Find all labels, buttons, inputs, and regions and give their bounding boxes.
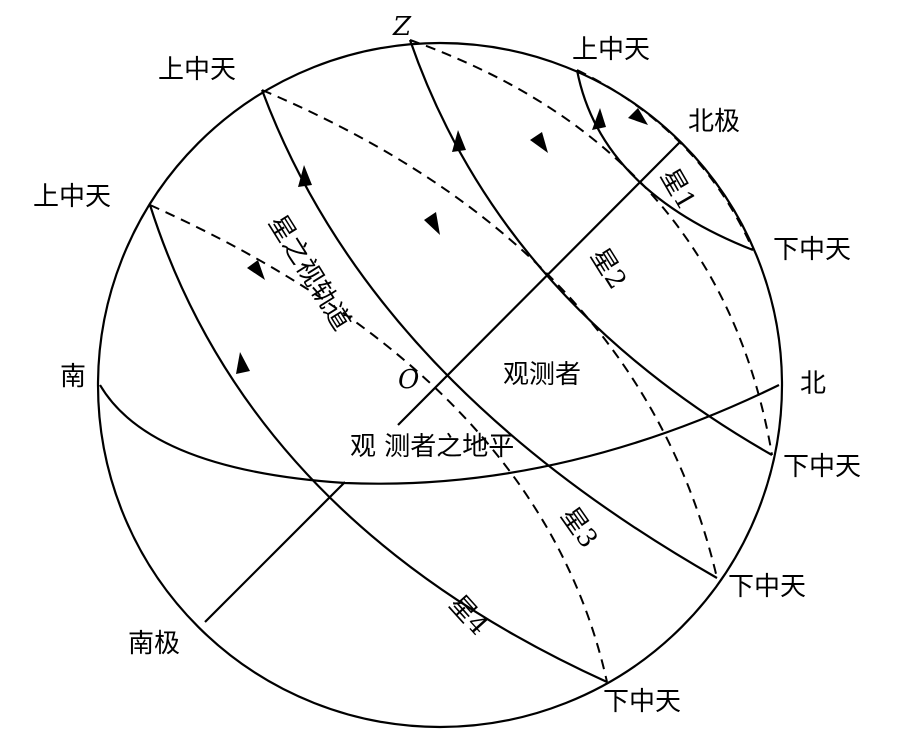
star3-label: 星3 xyxy=(554,502,603,554)
polar-axis-upper xyxy=(397,141,681,426)
arrow-icon xyxy=(452,130,466,152)
arrow-icon xyxy=(298,165,312,187)
lower-culmination-label-star2: 下中天 xyxy=(783,452,861,482)
star1-orbit-back xyxy=(576,69,754,251)
lower-culmination-label-star1: 下中天 xyxy=(773,235,851,265)
arrow-icon xyxy=(247,260,265,280)
star3-orbit-back xyxy=(261,89,718,579)
star1-label: 星1 xyxy=(654,164,701,216)
celestial-sphere xyxy=(96,41,784,729)
horizon-arc xyxy=(99,384,780,485)
lower-culmination-label-star4: 下中天 xyxy=(603,687,681,717)
zenith-label: Z xyxy=(392,12,412,42)
north-pole-label: 北极 xyxy=(688,107,740,137)
north-label: 北 xyxy=(800,369,826,399)
south-label: 南 xyxy=(60,362,86,392)
star2-label: 星2 xyxy=(584,243,632,295)
upper-culmination-label-star1: 上中天 xyxy=(572,35,650,65)
star4-label: 星4 xyxy=(443,590,494,642)
south-pole-label: 南极 xyxy=(128,629,180,659)
lower-culmination-label-star3: 下中天 xyxy=(728,572,806,602)
star4-orbit-back xyxy=(149,204,608,683)
center-label: O xyxy=(398,365,419,395)
star4-orbit-front xyxy=(148,204,608,684)
arrow-icon xyxy=(236,352,250,374)
observer-label: 观测者 xyxy=(503,360,581,390)
star2-orbit-back xyxy=(409,39,773,456)
arrow-icon xyxy=(628,108,648,125)
horizon-label: 观 测者之地平 xyxy=(350,432,514,462)
star1-orbit-front xyxy=(575,69,754,252)
upper-culmination-label-star4: 上中天 xyxy=(33,182,111,212)
arrow-icon xyxy=(592,108,606,130)
upper-culmination-label-star3: 上中天 xyxy=(158,55,236,85)
arrow-icon xyxy=(530,132,548,153)
star2-orbit-front xyxy=(408,39,773,456)
star3-orbit-front xyxy=(260,89,718,579)
arrow-icon xyxy=(424,212,440,235)
polar-axis-lower xyxy=(204,481,346,623)
apparent-orbit-label: 星之视轨道 xyxy=(262,210,356,336)
